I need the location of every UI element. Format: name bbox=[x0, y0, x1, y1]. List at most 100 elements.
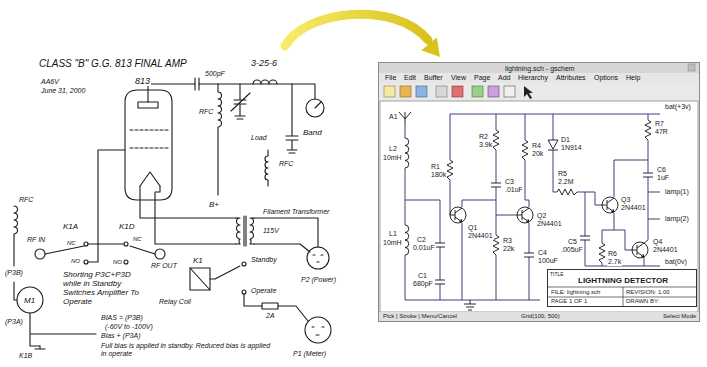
load-capacitor bbox=[286, 84, 298, 153]
handwritten-label: Full bias is applied in standby. Reduced… bbox=[100, 342, 272, 358]
component-label: 47R bbox=[654, 128, 669, 136]
rfc-choke bbox=[14, 206, 18, 300]
component-label: .005uF bbox=[560, 246, 584, 254]
transistor-leads bbox=[632, 243, 644, 257]
rf-jack bbox=[35, 249, 45, 259]
band-switch bbox=[306, 99, 324, 117]
component-label: R4 bbox=[531, 142, 542, 150]
toolbar bbox=[378, 83, 700, 100]
handwritten-label: Relay Coil bbox=[158, 298, 192, 306]
wire bbox=[88, 150, 125, 262]
component-label: R2 bbox=[478, 133, 489, 141]
resistor-symbol bbox=[522, 140, 528, 160]
component-label: 2.7k bbox=[607, 258, 622, 266]
component-label: 10mH bbox=[382, 154, 403, 162]
handwritten-label: K1B bbox=[18, 352, 33, 360]
handwritten-label: RF OUT bbox=[150, 262, 178, 270]
inductor-symbol bbox=[405, 225, 409, 255]
component-label: Q1 bbox=[467, 224, 478, 232]
component-label: 100uF bbox=[537, 257, 559, 265]
wire bbox=[244, 294, 308, 321]
transistor-leads bbox=[517, 208, 529, 222]
component-label: 3.9k bbox=[478, 141, 493, 149]
capacitor-symbol bbox=[435, 280, 445, 284]
rfc-choke bbox=[218, 84, 222, 195]
component-label: R6 bbox=[607, 250, 618, 258]
component-label: L2 bbox=[388, 145, 398, 153]
relay-contact bbox=[84, 242, 88, 246]
relay-contacts bbox=[45, 246, 155, 254]
transistor-symbol bbox=[632, 242, 648, 258]
menu-item: Add bbox=[497, 74, 511, 82]
component-label: 22k bbox=[502, 245, 515, 253]
handwritten-label: Load bbox=[250, 134, 268, 142]
component-label: 20k bbox=[531, 150, 544, 158]
plug-pins bbox=[313, 255, 323, 262]
band-switch-arm bbox=[315, 102, 321, 108]
meter-plug bbox=[305, 317, 331, 343]
component-label: 2N4401 bbox=[620, 204, 647, 212]
toolbar-icon bbox=[452, 86, 463, 97]
handwritten-label: RF IN bbox=[26, 236, 46, 244]
resistor-symbol bbox=[599, 243, 605, 263]
handwritten-label: RFC bbox=[278, 160, 294, 168]
status-text: Grid(100, 500) bbox=[520, 313, 561, 320]
handwritten-label: K1D bbox=[118, 222, 136, 231]
relay-contact bbox=[124, 260, 128, 264]
relay-contact bbox=[124, 242, 128, 246]
handwritten-label: K1A bbox=[62, 222, 79, 231]
handwritten-label: Bias + (P3A) bbox=[100, 332, 142, 340]
component-label: 1N914 bbox=[560, 144, 583, 152]
tube-envelope bbox=[125, 90, 172, 200]
fuse-symbol bbox=[262, 303, 278, 309]
capacitor-symbol bbox=[524, 253, 534, 257]
component-label: R1 bbox=[430, 163, 441, 171]
capacitor-symbol bbox=[195, 78, 199, 90]
toolbar-icon bbox=[416, 86, 427, 97]
hand-schematic bbox=[14, 78, 331, 349]
resistor-symbol bbox=[493, 235, 499, 255]
menu-item: Attributes bbox=[555, 74, 587, 82]
menu-item: Help bbox=[625, 74, 641, 82]
handwritten-label: Standby bbox=[250, 256, 278, 264]
plate-wire bbox=[140, 84, 315, 244]
component-label: C4 bbox=[537, 249, 548, 257]
transformer-symbol bbox=[236, 216, 254, 246]
toolbar-icon bbox=[488, 86, 499, 97]
handwritten-label: P1 (Meter) bbox=[292, 350, 327, 358]
component-label: lamp(1) bbox=[664, 188, 690, 196]
component-label: R5 bbox=[557, 170, 568, 178]
transistor-symbol bbox=[517, 207, 533, 223]
handwritten-label: 115V bbox=[262, 227, 280, 235]
canvas bbox=[380, 101, 698, 312]
window-title: lightning.sch - gschem bbox=[505, 65, 575, 73]
component-label: 10mH bbox=[382, 239, 403, 247]
tube-plate bbox=[138, 102, 158, 108]
component-label: 680pF bbox=[412, 280, 434, 288]
menu-bar bbox=[378, 73, 700, 83]
rf-jack bbox=[155, 249, 165, 259]
handwritten-label: NC bbox=[132, 236, 143, 243]
title-block-text: REVISION: 1.00 bbox=[626, 289, 670, 296]
handwritten-label: RFC bbox=[198, 108, 214, 116]
component-label: lamp(2) bbox=[664, 215, 690, 223]
wire bbox=[30, 313, 96, 346]
relay-coil-mark bbox=[190, 268, 210, 290]
handwritten-label: BIAS = (P3B) bbox=[100, 314, 144, 322]
toolbar-icon bbox=[436, 86, 447, 97]
menu-item: Edit bbox=[403, 74, 417, 82]
component-label: Q4 bbox=[652, 238, 663, 246]
menu-item: File bbox=[384, 74, 397, 82]
component-label: 2.2M bbox=[557, 178, 575, 186]
handwritten-label: NO bbox=[112, 259, 123, 266]
component-label: Q2 bbox=[536, 212, 547, 220]
transform-arrow bbox=[285, 14, 428, 46]
title-block-text: DRAWN BY: bbox=[626, 298, 659, 305]
capacitor-symbol bbox=[580, 236, 590, 240]
menu-item: Buffer bbox=[423, 74, 444, 82]
handwritten-label: B+ bbox=[208, 200, 220, 209]
handwritten-label: (-60V to -100V) bbox=[104, 323, 154, 331]
handwritten-label: 2A bbox=[265, 312, 276, 320]
component-label: .01uF bbox=[504, 186, 524, 194]
arrow-head bbox=[421, 38, 440, 58]
